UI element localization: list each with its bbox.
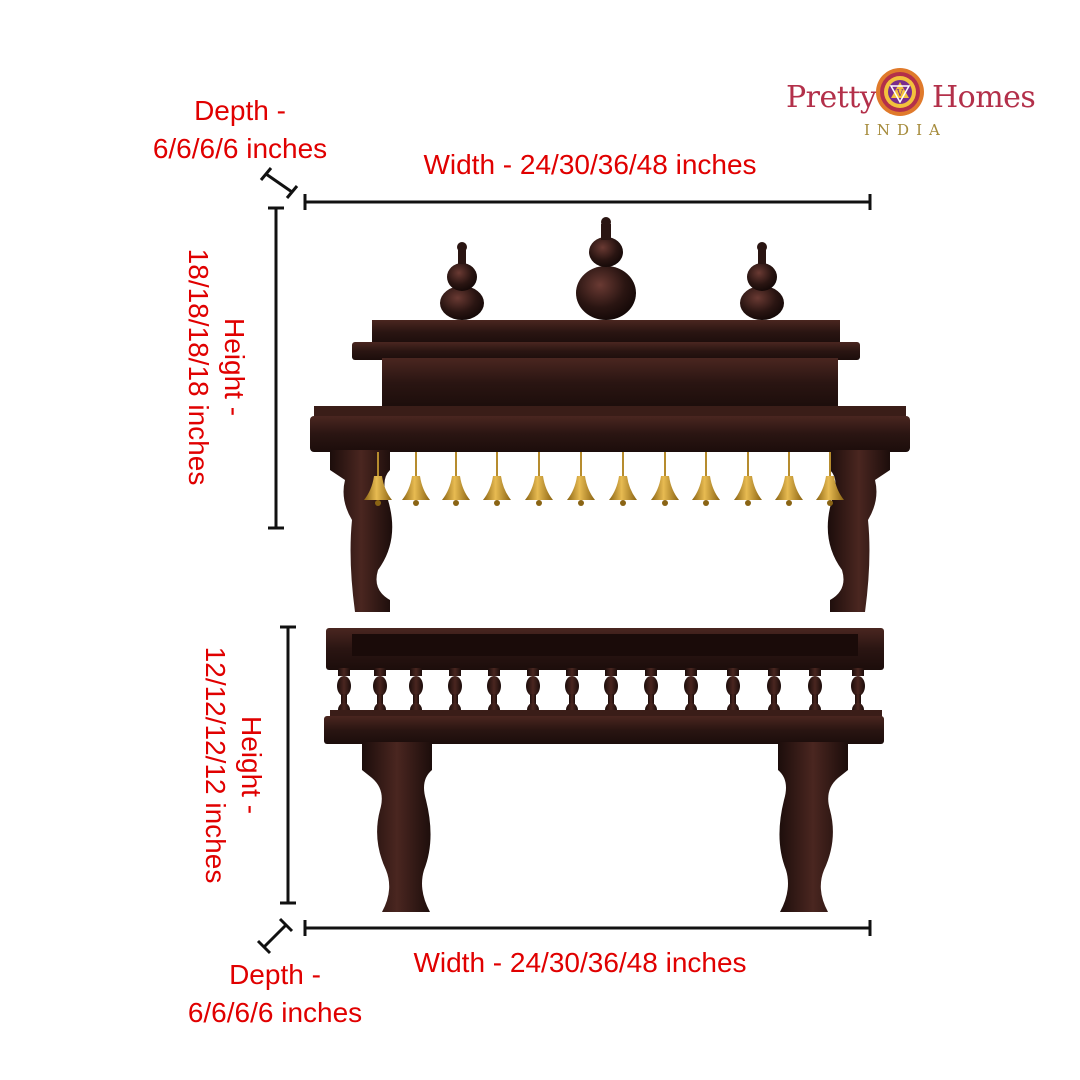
balusters — [337, 668, 865, 717]
brand-subtitle: INDIA — [864, 121, 947, 139]
upper-depth-label: Depth - 6/6/6/6 inches — [140, 92, 340, 168]
bells — [364, 452, 844, 506]
brand-logo: Pretty V Homes INDIA — [786, 66, 1036, 146]
lower-height-dimension-line — [280, 625, 296, 905]
upper-height-dimension-line — [268, 206, 284, 530]
bell — [816, 452, 844, 506]
upper-width-dimension-line — [303, 194, 872, 210]
finial-left — [440, 242, 484, 320]
bell — [775, 452, 803, 506]
upper-depth-dimension-line — [259, 167, 299, 199]
upper-brackets — [330, 450, 890, 612]
bell — [651, 452, 679, 506]
lower-depth-label: Depth - 6/6/6/6 inches — [170, 956, 380, 1032]
upper-width-label: Width - 24/30/36/48 inches — [423, 149, 757, 180]
upper-roof — [310, 320, 910, 452]
bell — [402, 452, 430, 506]
mandala-logo-icon: V — [876, 68, 924, 116]
lower-depth-line1: Depth - — [229, 959, 321, 990]
lower-depth-dimension-line — [256, 917, 294, 955]
svg-text:V: V — [896, 89, 904, 99]
lower-depth-line2: 6/6/6/6 inches — [187, 997, 363, 1028]
bell — [567, 452, 595, 506]
upper-depth-line1: Depth - — [194, 95, 286, 126]
brand-word-right: Homes — [932, 80, 1036, 115]
finial-right — [740, 242, 784, 320]
finial-center — [576, 217, 636, 320]
lower-legs — [362, 742, 848, 912]
bell — [442, 452, 470, 506]
lower-tray — [326, 628, 884, 670]
finials — [440, 217, 784, 320]
bell — [692, 452, 720, 506]
bell — [525, 452, 553, 506]
bell — [483, 452, 511, 506]
upper-depth-line2: 6/6/6/6 inches — [152, 133, 328, 164]
lower-width-dimension-line — [303, 920, 872, 936]
lower-width-label: Width - 24/30/36/48 inches — [413, 947, 747, 978]
lower-shelf — [324, 710, 884, 744]
bell — [734, 452, 762, 506]
bell — [364, 452, 392, 506]
brand-word-left: Pretty — [786, 80, 877, 115]
bell — [609, 452, 637, 506]
